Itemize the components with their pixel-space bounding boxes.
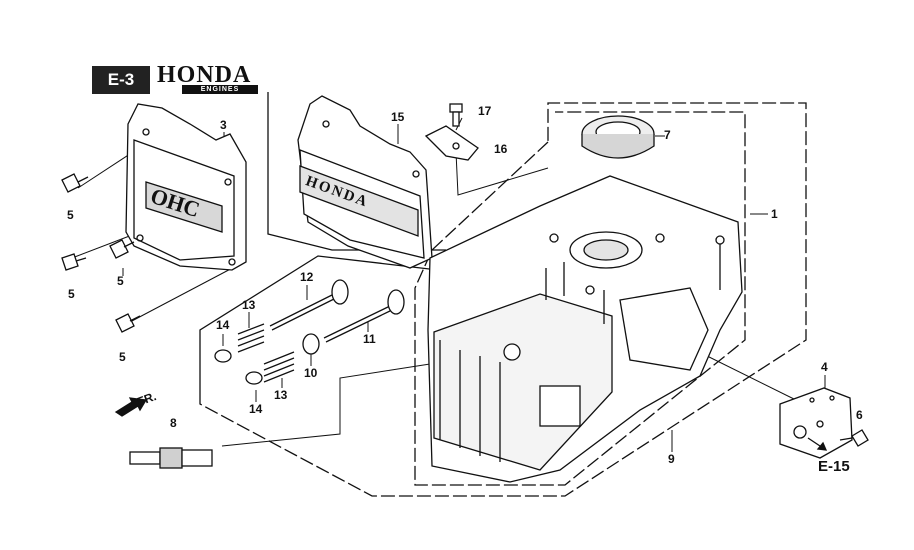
callout-3: 3 (220, 118, 227, 132)
callout-10: 10 (304, 366, 318, 380)
callout-1: 1 (771, 207, 778, 221)
cylinder-barrel-block (427, 175, 743, 483)
brand-sub-label: ENGINES (182, 85, 258, 94)
breather-bracket (424, 125, 479, 161)
valve-stem-seal (302, 333, 320, 355)
bracket-bolt (449, 103, 463, 127)
callout-5b: 5 (68, 287, 75, 301)
callout-7: 7 (664, 128, 671, 142)
callout-6: 6 (856, 408, 863, 422)
cover-bolts (61, 173, 869, 447)
side-cover-plate (779, 387, 853, 459)
callout-13a: 13 (242, 298, 256, 312)
front-direction-arrow (114, 397, 148, 417)
callout-11: 11 (363, 332, 376, 346)
rocker-cover-ohc (125, 103, 247, 271)
callout-17: 17 (478, 104, 492, 118)
rocker-cover-honda (297, 95, 433, 269)
callout-15: 15 (391, 110, 405, 124)
exhaust-valve (269, 279, 349, 331)
valve-springs (237, 323, 295, 383)
brand-logo: HONDA (157, 62, 252, 88)
callout-5c: 5 (117, 274, 124, 288)
callout-14b: 14 (249, 402, 263, 416)
spark-plug (129, 447, 213, 469)
callout-8: 8 (170, 416, 177, 430)
cross-reference-arrow (807, 437, 828, 451)
section-code-badge: E-3 (92, 66, 150, 94)
callout-12: 12 (300, 270, 314, 284)
callout-5d: 5 (119, 350, 126, 364)
cross-reference-label[interactable]: E-15 (818, 458, 850, 475)
spring-retainers (214, 349, 263, 385)
oil-seal (581, 115, 655, 159)
callout-5a: 5 (67, 208, 74, 222)
callout-13b: 13 (274, 388, 288, 402)
intake-valve (323, 289, 405, 343)
callout-16: 16 (494, 142, 508, 156)
callout-14a: 14 (216, 318, 230, 332)
callout-9: 9 (668, 452, 675, 466)
callout-4: 4 (821, 360, 828, 374)
